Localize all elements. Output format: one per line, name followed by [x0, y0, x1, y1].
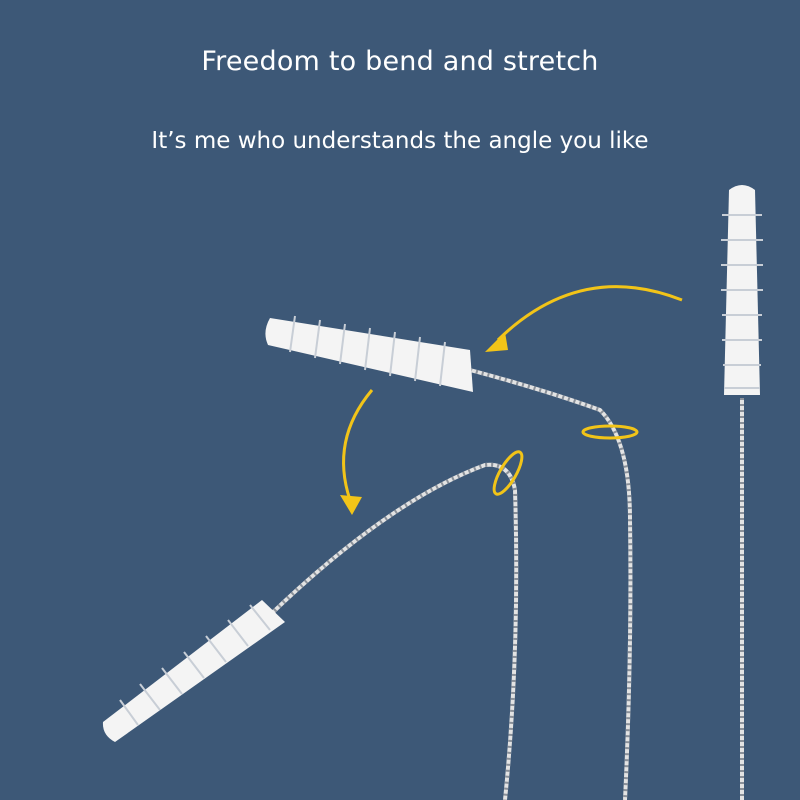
straight-brush-bristles: [721, 185, 763, 395]
ring-marker-icon: [581, 424, 639, 440]
page-title: Freedom to bend and stretch: [201, 46, 599, 77]
ring-marker-icon: [492, 450, 524, 496]
straight-brush: [721, 185, 763, 800]
curved-arrow-icon: [485, 285, 683, 352]
diagonal-brush-bristles: [102, 600, 285, 742]
angled-brush-diagonal: [102, 462, 519, 800]
horizontal-brush-bristles: [265, 315, 473, 392]
page-subtitle: It’s me who understands the angle you li…: [151, 128, 649, 154]
curved-arrow-icon: [340, 389, 374, 515]
bent-brush-horizontal: [265, 315, 633, 800]
